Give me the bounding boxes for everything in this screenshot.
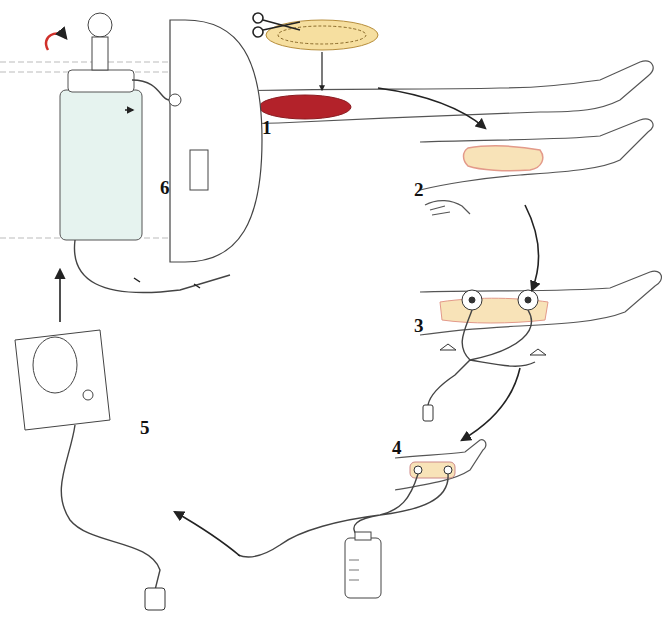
tubing — [428, 310, 535, 405]
scissors — [253, 13, 300, 37]
adjust-arrow — [46, 34, 66, 50]
scissors-blade — [263, 20, 300, 30]
pad — [518, 290, 538, 310]
wall-suction-unit — [170, 20, 262, 262]
pump-dial — [33, 337, 77, 393]
callout-number: 4 — [392, 438, 402, 457]
foam-dressing — [266, 20, 378, 50]
cycle-arrow — [462, 368, 520, 440]
tube-connector — [423, 405, 433, 421]
tubing — [238, 474, 448, 557]
unit-port — [169, 94, 181, 106]
pad — [462, 290, 482, 310]
regulator — [92, 37, 108, 70]
callout-number: 6 — [160, 178, 170, 197]
pad-port — [469, 297, 475, 303]
leg-outline — [420, 271, 661, 335]
track-pad — [462, 290, 538, 310]
pump-knob — [83, 390, 93, 400]
cycle-arrow — [59, 270, 61, 322]
tube-connector — [145, 588, 165, 610]
collection-bottle — [60, 90, 142, 240]
tubing — [61, 425, 160, 590]
pad-port — [525, 297, 531, 303]
callout-number: 2 — [414, 180, 424, 199]
callout-number: 5 — [140, 418, 150, 437]
bottle-lid — [68, 70, 134, 92]
collection-canister — [345, 538, 381, 598]
wound — [259, 95, 351, 119]
cycle-arrow — [175, 512, 240, 556]
leg-outline — [200, 61, 653, 124]
scissors-handle — [253, 13, 263, 23]
pad — [444, 466, 452, 474]
leg-outline — [420, 119, 653, 190]
pump-unit — [15, 330, 110, 430]
cycle-arrow — [525, 205, 539, 290]
cycle-arrow — [378, 88, 485, 128]
tube-clamp — [440, 344, 546, 355]
unit-panel — [190, 150, 208, 190]
canister-cap — [355, 532, 371, 540]
canister-scale — [349, 560, 359, 580]
leg-outline — [395, 440, 486, 490]
hand — [425, 201, 470, 215]
pad — [414, 466, 422, 474]
placement-arrow — [321, 52, 322, 90]
cycle-arrows — [60, 88, 539, 556]
foam-in-wound — [464, 146, 543, 171]
tubing — [74, 80, 230, 293]
scissors-handle — [253, 27, 263, 37]
pressure-gauge — [88, 13, 112, 37]
cut-line — [278, 26, 366, 44]
callout-number: 1 — [262, 118, 272, 137]
flow-arrow — [125, 110, 200, 288]
scissors-blade — [263, 22, 300, 30]
callout-number: 3 — [414, 316, 424, 335]
